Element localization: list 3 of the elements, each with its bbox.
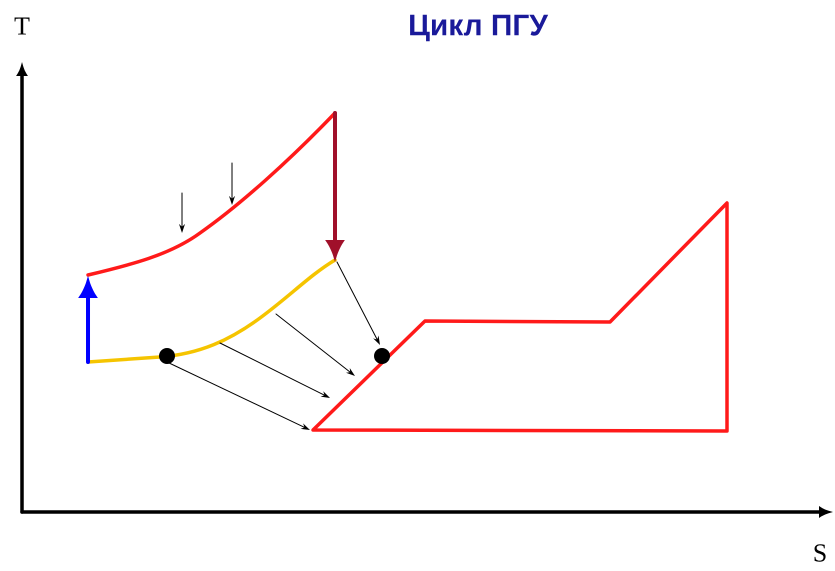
axis-label: T — [14, 18, 30, 34]
title: Цикл ПГУ — [410, 14, 548, 42]
axis-label: S — [814, 544, 826, 562]
